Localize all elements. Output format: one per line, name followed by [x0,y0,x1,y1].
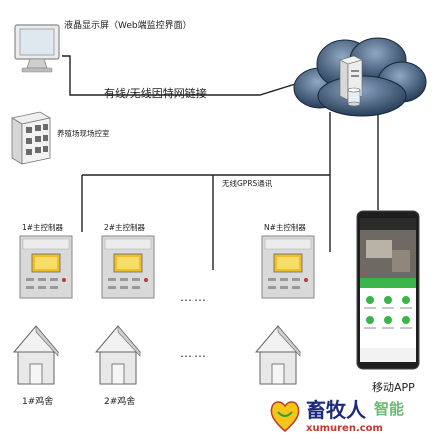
controllers-ellipsis: …… [180,290,208,304]
house-2 [92,320,144,392]
heart-logo-icon [270,401,300,432]
house-1 [10,320,62,392]
link-monitor-cloud [62,55,309,96]
poultry-house-icon [254,325,302,385]
watermark-url: xumuren.com [306,423,383,434]
house-1-label: 1#鸡舍 [22,397,54,407]
watermark [268,398,302,438]
controller-n [260,234,316,304]
controller-1 [18,234,74,304]
control-cabinet-icon [101,235,155,299]
phone-node [356,210,420,374]
control-room-label: 养殖场现场控室 [57,129,110,138]
watermark-brand: 畜牧人 [306,398,366,422]
desktop-monitor-icon [14,24,60,73]
monitor-label: 液晶显示屏（Web端监控界面） [64,21,192,31]
control-cabinet-icon [19,235,73,299]
gprs-label: 无线GPRS通讯 [222,179,273,188]
control-building-icon [10,111,52,165]
controller-n-label: N#主控制器 [264,223,306,232]
control-room-node [10,108,52,170]
cloud-node [290,30,430,126]
controller-1-label: 1#主控制器 [22,223,64,232]
monitor-node [12,22,64,78]
network-link-label: 有线/无线因特网链接 [104,87,207,100]
house-2-label: 2#鸡舍 [104,397,136,407]
cloud-server-icon [293,37,427,117]
house-n [252,320,304,392]
control-cabinet-icon [261,235,315,299]
controller-2 [100,234,156,304]
mobile-app-label: 移动APP [372,381,415,394]
controller-2-label: 2#主控制器 [104,223,146,232]
poultry-house-icon [12,325,60,385]
smartphone-icon [356,210,420,370]
watermark-suffix: 智能 [374,400,405,418]
poultry-house-icon [94,325,142,385]
houses-ellipsis: …… [180,346,208,360]
